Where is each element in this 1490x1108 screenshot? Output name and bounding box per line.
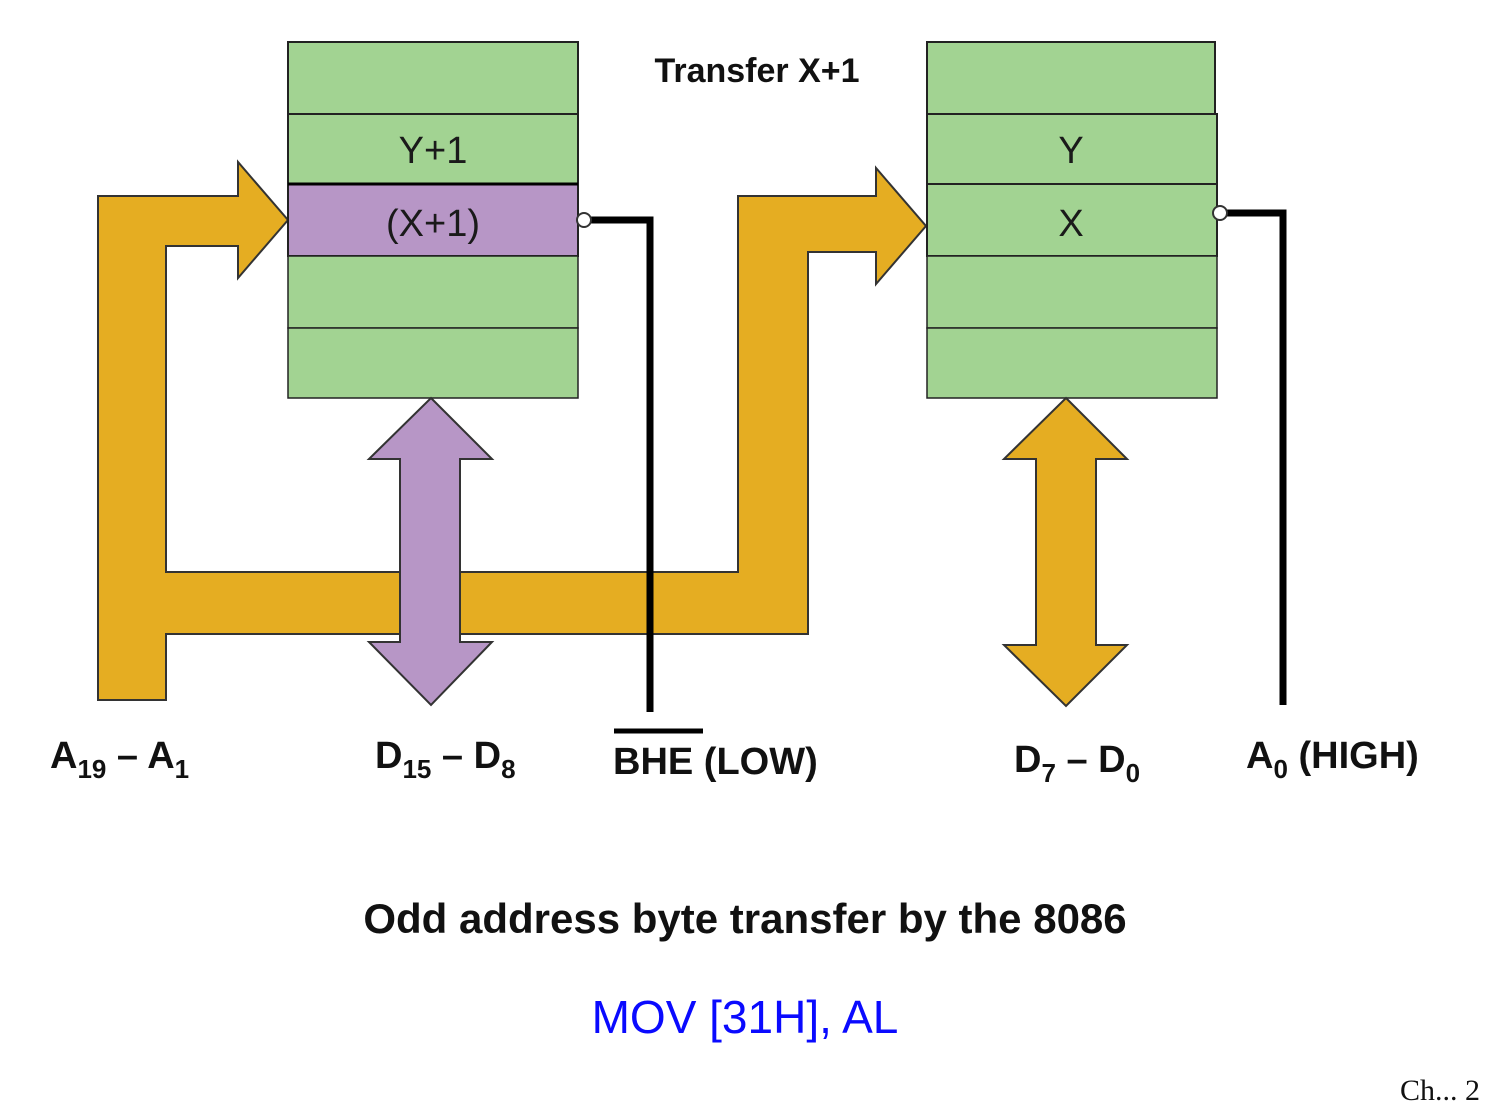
corner-page-label: Ch... 2 — [1399, 1074, 1480, 1107]
odd-cell-4 — [287, 327, 579, 399]
label-bhe: BHE (LOW) — [613, 728, 818, 783]
bhe-inversion-bubble — [576, 212, 592, 228]
even-cell-2-label: X — [1058, 203, 1083, 245]
even-cell-0 — [926, 41, 1216, 115]
bhe-line — [576, 212, 654, 712]
odd-cell-1 — [287, 113, 579, 185]
odd-cell-1-label: Y+1 — [399, 130, 468, 172]
label-data-high: D15 – D8 — [375, 735, 516, 784]
figure-caption: Odd address byte transfer by the 8086 — [363, 895, 1127, 942]
instruction-text: MOV [31H], AL — [591, 991, 899, 1043]
a0-line — [1212, 205, 1287, 705]
even-cell-1-label: Y — [1058, 130, 1083, 172]
even-data-bus-arrow — [1001, 396, 1130, 708]
even-memory-bank: Y X — [926, 41, 1218, 399]
odd-cell-2-label: (X+1) — [386, 203, 480, 245]
even-cell-3 — [926, 255, 1218, 329]
odd-cell-0 — [287, 41, 579, 115]
address-bus — [97, 159, 928, 701]
label-address-bus: A19 – A1 — [50, 735, 189, 784]
even-cell-4 — [926, 327, 1218, 399]
odd-cell-2-selected — [287, 183, 579, 257]
a0-inversion-bubble — [1212, 205, 1228, 221]
label-data-low: D7 – D0 — [1014, 739, 1140, 788]
address-bus-path — [97, 159, 928, 701]
odd-cell-3 — [287, 255, 579, 329]
odd-memory-bank: Y+1 (X+1) — [287, 41, 579, 399]
label-a0: A0 (HIGH) — [1246, 735, 1419, 784]
odd-data-bus-arrow — [366, 396, 495, 707]
transfer-title: Transfer X+1 — [654, 52, 859, 90]
even-cell-2 — [926, 183, 1218, 257]
even-cell-1 — [926, 113, 1218, 185]
svg-text:BHE (LOW): BHE (LOW) — [613, 741, 818, 783]
